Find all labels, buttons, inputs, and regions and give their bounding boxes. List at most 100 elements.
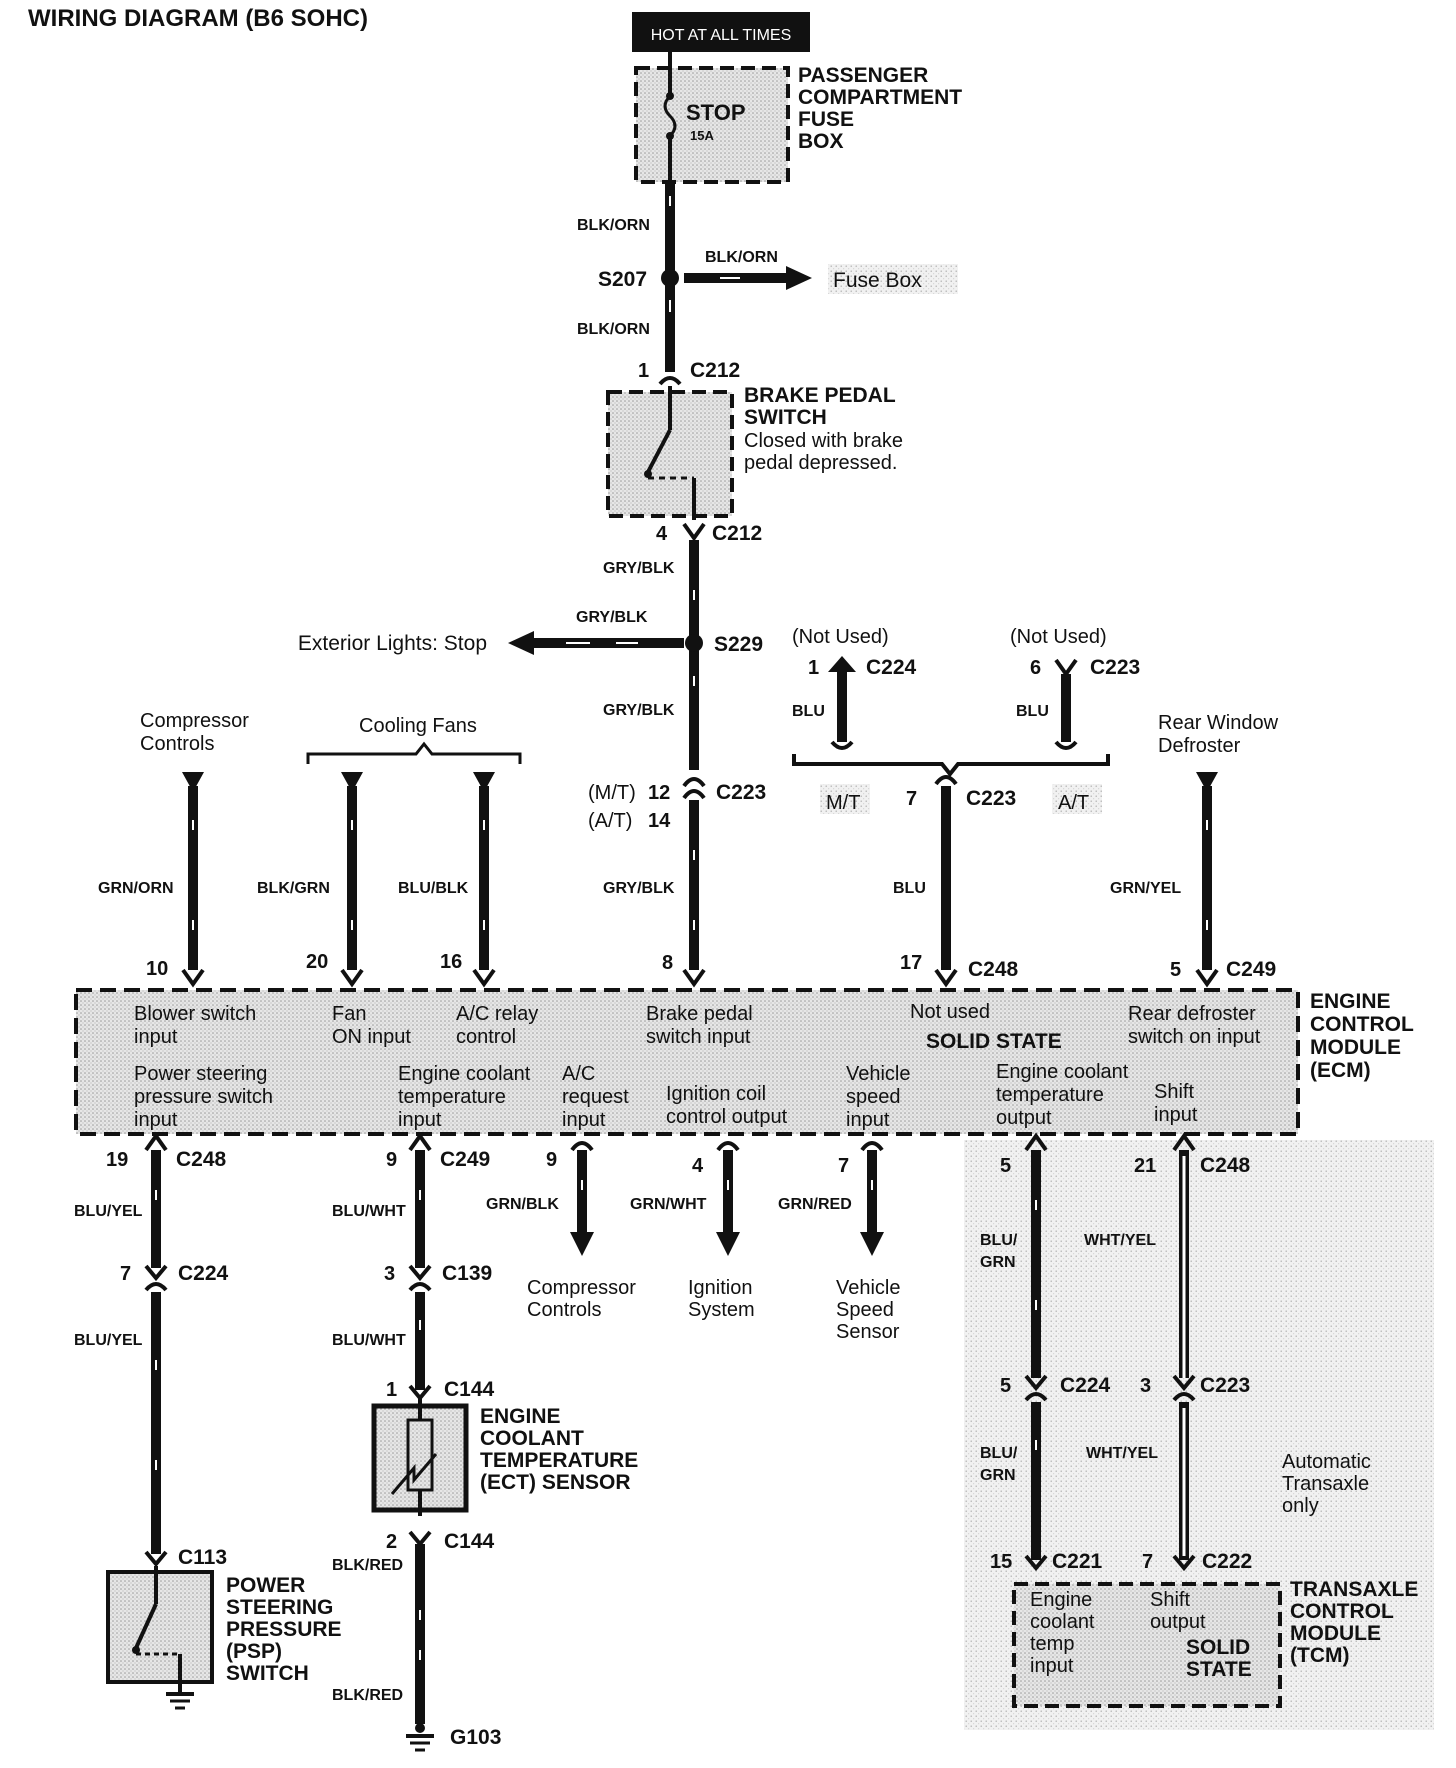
dest-exterior-lights: Exterior Lights: Stop	[298, 632, 487, 655]
ecm-vss-1: Vehicle	[846, 1063, 911, 1085]
ecm-blower-1: Blower switch	[134, 1003, 256, 1025]
dest-rear-defroster-1: Rear Window	[1158, 712, 1279, 734]
fuse-box-label-1: PASSENGER	[798, 64, 928, 87]
wire-label-blu-grn-1a: BLU/	[980, 1232, 1018, 1249]
ecm-vss-2: speed	[846, 1086, 901, 1108]
ecm-name-4: (ECM)	[1310, 1059, 1371, 1082]
ecm-ac-req-1: A/C	[562, 1063, 595, 1085]
wire-label-blk-orn-2: BLK/ORN	[705, 249, 778, 266]
variant-mt: M/T	[826, 792, 860, 814]
ect-sensor-name-3: TEMPERATURE	[480, 1449, 638, 1472]
psp-switch-name-4: (PSP)	[226, 1640, 282, 1663]
pin-ecm-8: 8	[662, 952, 673, 974]
pin-ecm-4: 4	[692, 1155, 704, 1177]
ecm-ect-1: Engine coolant	[398, 1063, 531, 1085]
wire-label-blu-3: BLU	[893, 880, 926, 897]
pin-c223-3: 3	[1140, 1375, 1151, 1397]
ground-icon	[166, 1692, 194, 1710]
dest-compressor-top-2: Controls	[140, 733, 214, 755]
connector-c113: C113	[178, 1546, 227, 1569]
ecm-fan-2: ON input	[332, 1026, 411, 1048]
tcm-shift-out-1: Shift	[1150, 1589, 1190, 1611]
dest-compressor-bottom-1: Compressor	[527, 1277, 636, 1299]
ground-g103-icon	[406, 1734, 434, 1752]
variant-mt-paren: (M/T)	[588, 782, 636, 804]
pin-ecm-17: 17	[900, 952, 922, 974]
pin-ecm-19: 19	[106, 1149, 128, 1171]
ect-sensor-name-4: (ECT) SENSOR	[480, 1471, 631, 1494]
ecm-fan-1: Fan	[332, 1003, 366, 1025]
not-used-c224: (Not Used)	[792, 626, 889, 648]
ecm-shift-2: input	[1154, 1104, 1198, 1126]
arrow-left-icon	[508, 631, 534, 655]
wire-label-gry-blk-1: GRY/BLK	[603, 560, 675, 577]
tcm-ect-in-4: input	[1030, 1655, 1074, 1677]
brake-switch-name-1: BRAKE PEDAL	[744, 384, 896, 407]
diagram-title: WIRING DIAGRAM (B6 SOHC)	[28, 5, 368, 32]
ecm-brake-2: switch input	[646, 1026, 751, 1048]
hot-label: HOT AT ALL TIMES	[651, 27, 792, 44]
fuse-box-label-2: COMPARTMENT	[798, 86, 962, 109]
ecm-ign-2: control output	[666, 1106, 788, 1128]
tcm-name-1: TRANSAXLE	[1290, 1578, 1418, 1601]
pin-c222-7: 7	[1142, 1551, 1153, 1573]
switch-contact-icon	[646, 429, 672, 473]
connector-c221: C221	[1052, 1550, 1103, 1573]
pin-ecm-9: 9	[546, 1149, 557, 1171]
ecm-ect-out-3: output	[996, 1107, 1052, 1129]
psp-switch-name-5: SWITCH	[226, 1662, 309, 1685]
dest-compressor-top-1: Compressor	[140, 710, 249, 732]
splice-s229-label: S229	[714, 633, 763, 656]
variant-at-paren: (A/T)	[588, 810, 632, 832]
thermistor-icon	[390, 1453, 438, 1495]
wire-label-blu-blk: BLU/BLK	[398, 880, 469, 897]
wire-label-blu-grn-1b: GRN	[980, 1254, 1016, 1271]
ecm-box	[74, 988, 1300, 1136]
connector-c212-bottom: C212	[712, 522, 762, 545]
tcm-solid-state-1: SOLID	[1186, 1636, 1250, 1659]
pin-c224-1: 1	[808, 657, 819, 679]
wire-label-blu-grn-2a: BLU/	[980, 1445, 1018, 1462]
wire-label-gry-blk-4: GRY/BLK	[603, 880, 675, 897]
cooling-fans-brace	[306, 741, 522, 764]
tcm-name-3: MODULE	[1290, 1622, 1381, 1645]
tcm-ect-in-1: Engine	[1030, 1589, 1092, 1611]
tcm-ect-in-2: coolant	[1030, 1611, 1095, 1633]
wire-label-wht-yel-1: WHT/YEL	[1084, 1232, 1156, 1249]
pin-c223-14: 14	[648, 810, 671, 832]
wire-label-blu-wht-2: BLU/WHT	[332, 1332, 406, 1349]
ecm-psp-2: pressure switch	[134, 1086, 273, 1108]
pin-ecm-20: 20	[306, 951, 328, 973]
dest-rear-defroster-2: Defroster	[1158, 735, 1241, 757]
pin-c224-5: 5	[1000, 1375, 1011, 1397]
ecm-not-used: Not used	[910, 1001, 990, 1023]
ecm-solid-state: SOLID STATE	[926, 1030, 1062, 1053]
connector-c224-bottom: C224	[178, 1262, 229, 1285]
connector-c223-main: C223	[716, 781, 766, 804]
brake-switch-desc-1: Closed with brake	[744, 430, 903, 452]
dest-ignition-2: System	[688, 1299, 755, 1321]
brake-switch-desc-2: pedal depressed.	[744, 452, 897, 474]
fuse-box-label-4: BOX	[798, 130, 844, 153]
tcm-name-4: (TCM)	[1290, 1644, 1349, 1667]
connector-c212-top: C212	[690, 359, 740, 382]
ecm-ect-3: input	[398, 1109, 442, 1131]
wire-label-blk-orn-3: BLK/ORN	[577, 321, 650, 338]
psp-contact-icon	[134, 1603, 158, 1649]
connector-c222: C222	[1202, 1550, 1252, 1573]
psp-switch-name-1: POWER	[226, 1574, 305, 1597]
wire-label-blk-red-2: BLK/RED	[332, 1687, 403, 1704]
wire-label-grn-blk: GRN/BLK	[486, 1196, 559, 1213]
pin-c144-2: 2	[386, 1531, 397, 1553]
pin-ecm-10: 10	[146, 958, 168, 980]
splice-s207	[661, 269, 679, 287]
ecm-name-1: ENGINE	[1310, 990, 1391, 1013]
pin-ecm-5-bottom: 5	[1000, 1155, 1011, 1177]
pin-ecm-21: 21	[1134, 1155, 1156, 1177]
connector-c139: C139	[442, 1262, 492, 1285]
connector-c223-tcm: C223	[1200, 1374, 1250, 1397]
ecm-ect-2: temperature	[398, 1086, 506, 1108]
pin-c223-12: 12	[648, 782, 670, 804]
auto-only-2: Transaxle	[1282, 1473, 1369, 1495]
